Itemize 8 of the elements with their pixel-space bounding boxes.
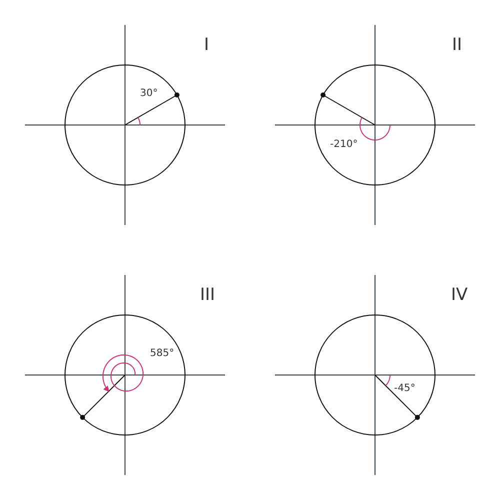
angle-label: 585°: [150, 349, 174, 359]
panel-number: I: [204, 37, 210, 54]
angle-label: -45°: [394, 384, 416, 394]
panel-number: IV: [451, 287, 468, 304]
angle-label: 30°: [140, 89, 158, 99]
angle-label: -210°: [330, 140, 358, 150]
panel-number: II: [452, 37, 462, 54]
panel-number: III: [200, 287, 216, 304]
